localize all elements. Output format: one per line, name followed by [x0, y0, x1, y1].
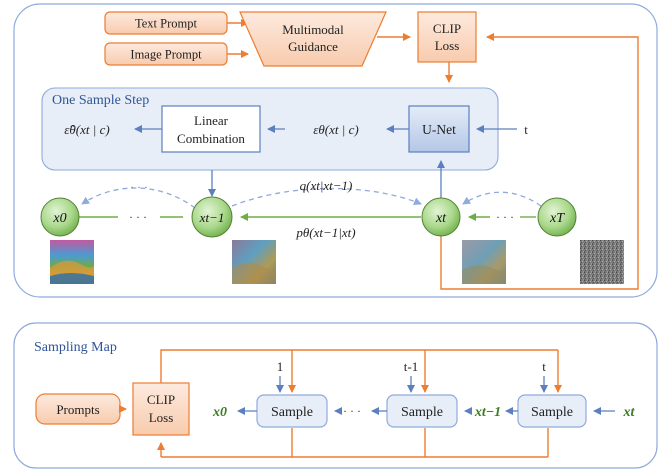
prompts-box: Prompts [35, 393, 121, 425]
guidance-line1: Multimodal [282, 22, 344, 37]
sampling-xt-minus-1-label: xt−1 [474, 405, 501, 420]
forward-step-curve [231, 187, 422, 207]
clip-loss-block-bottom: CLIP Loss [132, 382, 190, 436]
multimodal-guidance-block: Multimodal Guidance [239, 11, 387, 67]
t-input-label: t [524, 122, 528, 137]
node-xt-minus-1: xt−1 [191, 196, 233, 238]
sampling-xt-label: xt [623, 405, 636, 420]
sample-box-2-label: Sample [401, 405, 443, 420]
node-x0-label: x0 [52, 211, 66, 226]
forward-curve-right [462, 191, 542, 207]
eps-label: εθ(xt | c) [313, 122, 358, 137]
linear-line2: Combination [177, 131, 245, 146]
sample-box-3-label: Sample [531, 405, 573, 420]
sample-box-3: Sample [517, 394, 587, 428]
linear-combination-block: Linear Combination [161, 105, 261, 153]
node-xT: xT [537, 197, 577, 237]
prompts-label: Prompts [56, 402, 99, 417]
sample-box-2: Sample [386, 394, 458, 428]
image-xt [462, 240, 506, 284]
chain-ellipsis-left: · · · [129, 210, 147, 224]
text-prompt-box: Text Prompt [104, 11, 228, 35]
image-xt-minus-1 [232, 240, 276, 284]
xt-to-clip-feedback-line [440, 33, 639, 290]
node-xt-minus-1-label: xt−1 [199, 210, 225, 225]
sampling-ellipsis: · · · [343, 404, 361, 418]
step-input-1: 1 [277, 359, 284, 374]
sampling-map-title: Sampling Map [34, 340, 117, 355]
image-prompt-label: Image Prompt [130, 48, 202, 62]
clip-bottom-line1: CLIP [147, 392, 175, 407]
sample-box-1-label: Sample [271, 405, 313, 420]
image-xT-noise [580, 240, 624, 284]
chain-ellipsis-right: · · · [496, 210, 514, 224]
forward-label: q(xt|xt−1) [300, 178, 353, 193]
step-input-3: t [542, 359, 546, 374]
unet-block: U-Net [408, 105, 470, 153]
clip-top-line2: Loss [435, 38, 460, 53]
reverse-label: pθ(xt−1|xt) [295, 225, 355, 240]
unet-label: U-Net [422, 122, 456, 137]
sample-box-1: Sample [256, 394, 328, 428]
image-prompt-box: Image Prompt [104, 42, 228, 66]
node-x0: x0 [40, 197, 80, 237]
guidance-line2: Guidance [288, 39, 338, 54]
linear-line1: Linear [194, 113, 229, 128]
one-sample-step-title: One Sample Step [52, 93, 149, 108]
node-xT-label: xT [549, 211, 565, 226]
sampling-x0-label: x0 [212, 405, 227, 420]
clip-bottom-line2: Loss [149, 410, 174, 425]
node-xt: xt [421, 197, 461, 237]
forward-curve-left-dots: · · · [130, 180, 148, 194]
step-input-2: t-1 [404, 359, 418, 374]
node-xt-label: xt [435, 211, 447, 226]
clip-loss-block-top: CLIP Loss [417, 11, 477, 63]
eps-hat-label: ε̂θ(xt | c) [64, 122, 109, 137]
clip-top-line1: CLIP [433, 21, 461, 36]
text-prompt-label: Text Prompt [135, 17, 197, 31]
image-x0 [50, 240, 95, 284]
